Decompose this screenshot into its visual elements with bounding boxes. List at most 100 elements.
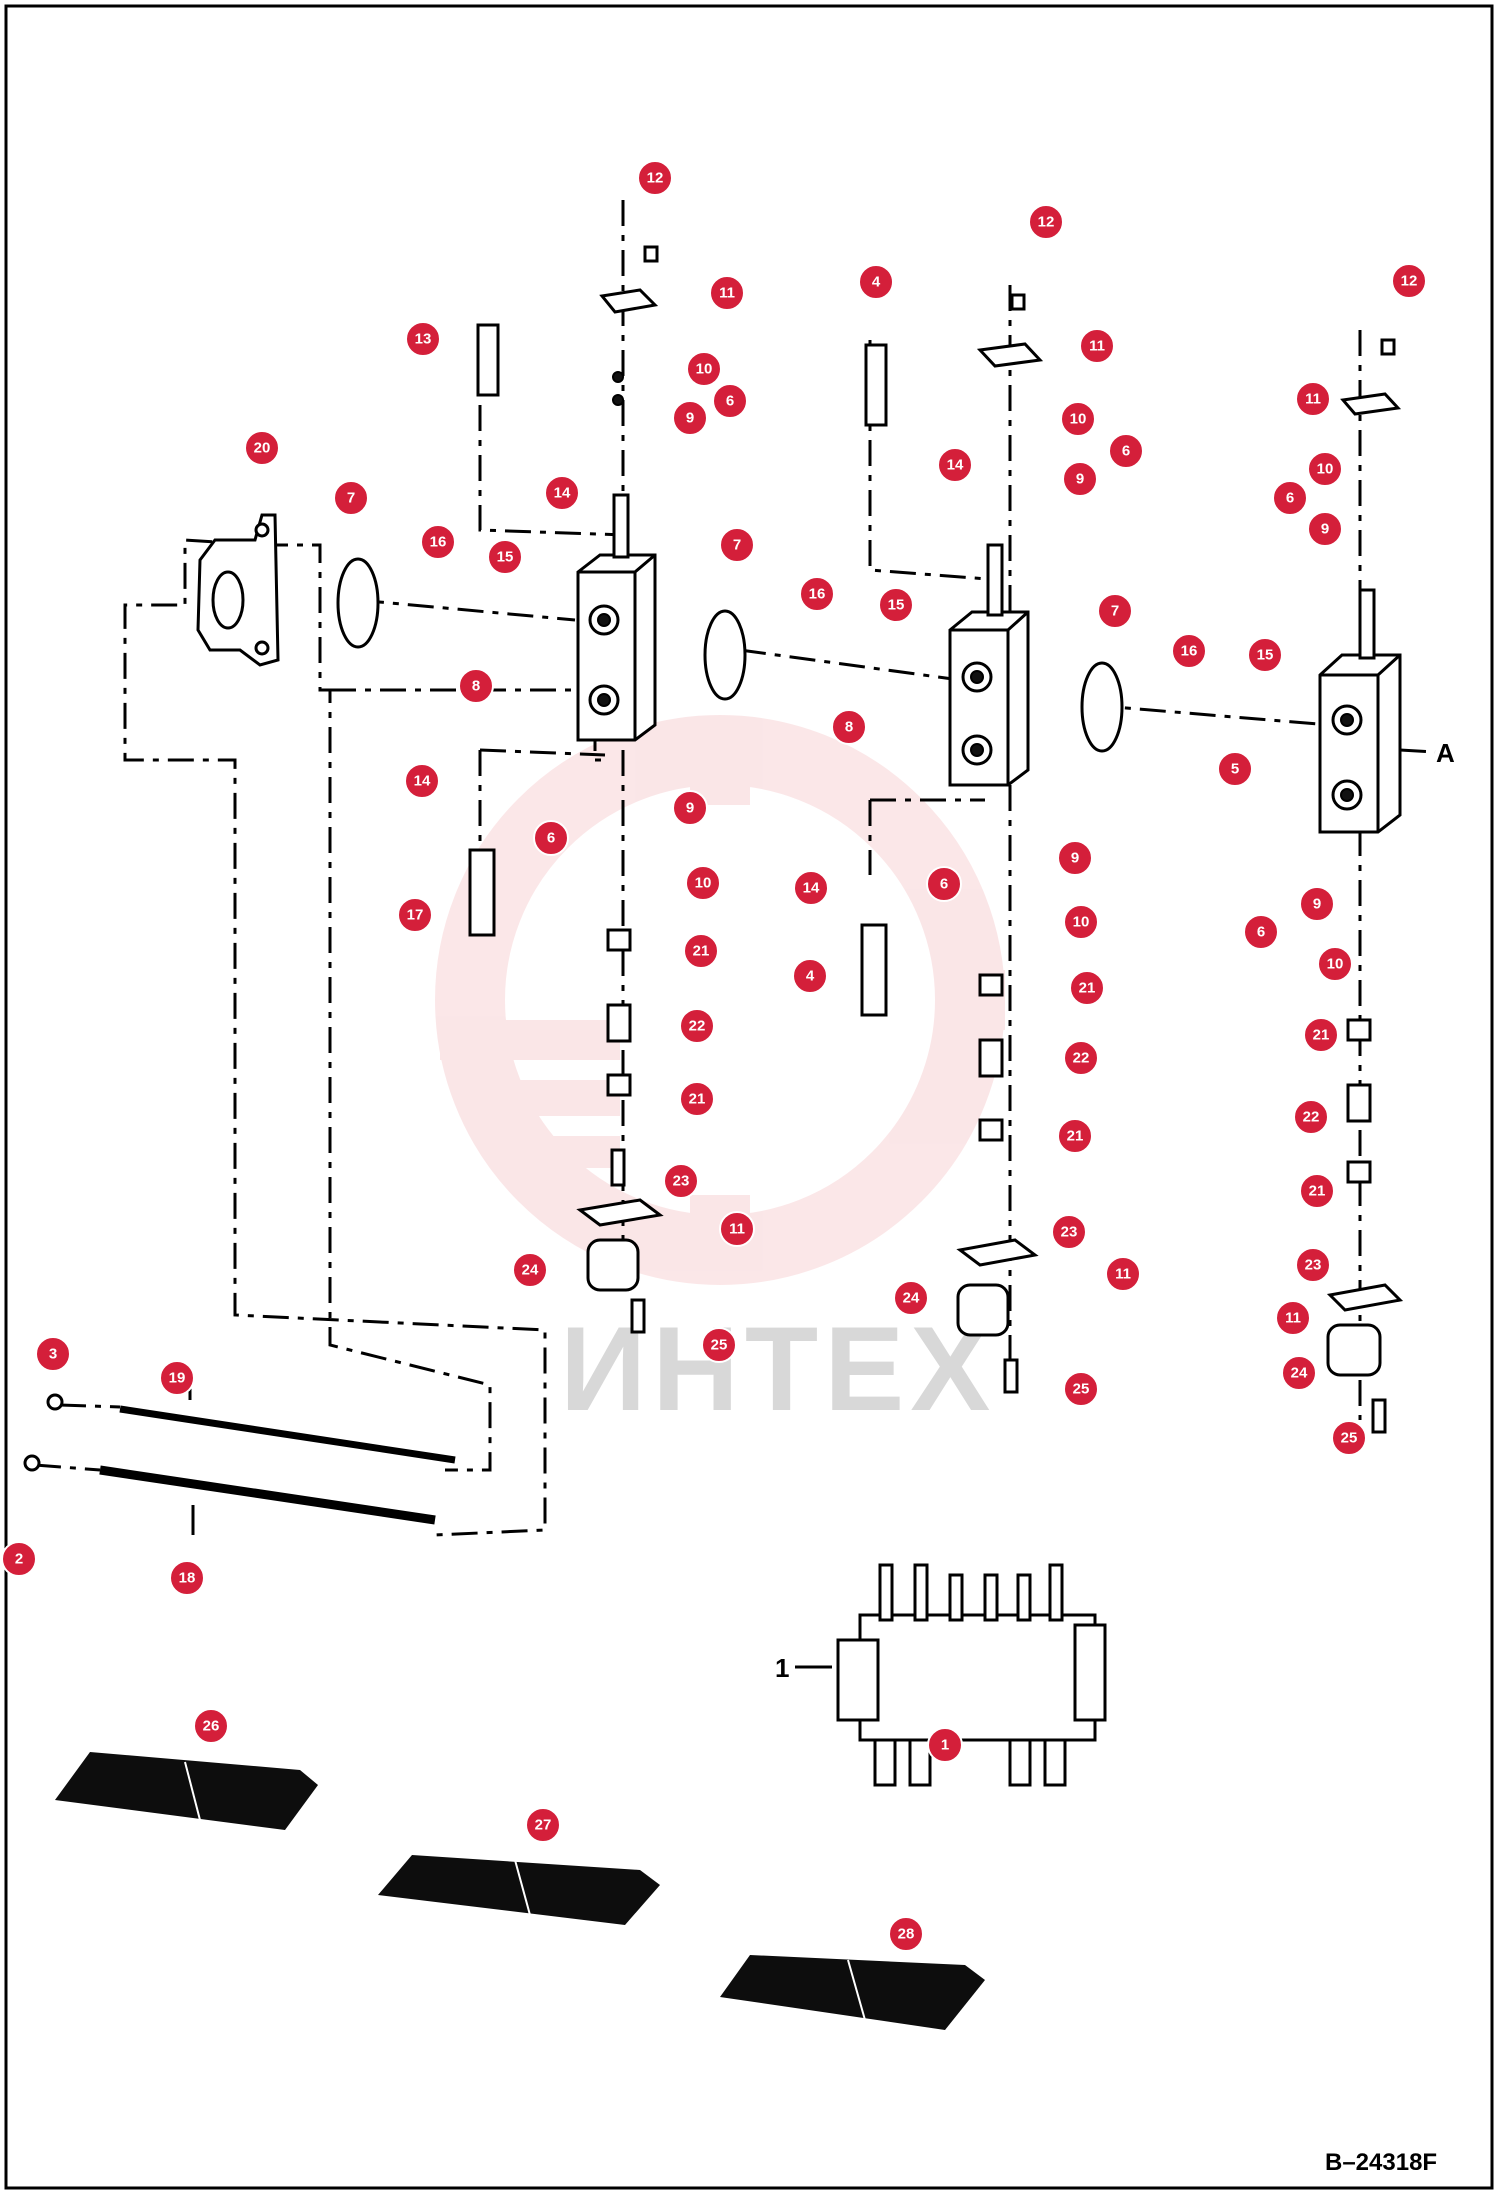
callout-22[interactable]: 22: [1063, 1040, 1099, 1076]
callout-16[interactable]: 16: [420, 524, 456, 560]
callout-16[interactable]: 16: [799, 576, 835, 612]
flow-line-valve1-arm: [357, 598, 576, 622]
callout-6[interactable]: 6: [533, 820, 569, 856]
callout-6[interactable]: 6: [712, 383, 748, 419]
callout-9[interactable]: 9: [1057, 840, 1093, 876]
callout-17[interactable]: 17: [397, 897, 433, 933]
flange-11-a: [599, 288, 659, 314]
callout-14[interactable]: 14: [544, 475, 580, 511]
callout-24[interactable]: 24: [1281, 1355, 1317, 1391]
callout-10[interactable]: 10: [1307, 451, 1343, 487]
callout-16[interactable]: 16: [1171, 633, 1207, 669]
valve-section-1: [576, 493, 657, 742]
callout-11[interactable]: 11: [1275, 1300, 1311, 1336]
svg-text:12: 12: [1401, 273, 1418, 290]
callout-7[interactable]: 7: [1097, 593, 1133, 629]
callout-2[interactable]: 2: [1, 1541, 37, 1577]
watermark-speed-line-1: [440, 1020, 620, 1060]
callout-4[interactable]: 4: [858, 264, 894, 300]
callout-9[interactable]: 9: [672, 790, 708, 826]
stack-parts: [576, 245, 1404, 1434]
callout-10[interactable]: 10: [686, 351, 722, 387]
callout-3[interactable]: 3: [35, 1336, 71, 1372]
svg-text:17: 17: [407, 907, 424, 924]
callout-15[interactable]: 15: [878, 587, 914, 623]
flow-line-valve1-lower: [479, 748, 606, 757]
callout-23[interactable]: 23: [663, 1163, 699, 1199]
cap-24-a: [586, 1238, 640, 1292]
callout-10[interactable]: 10: [1317, 946, 1353, 982]
callout-14[interactable]: 14: [793, 870, 829, 906]
svg-text:9: 9: [1313, 896, 1321, 913]
valve-section-1-port-upper-core: [597, 613, 611, 627]
callout-25[interactable]: 25: [701, 1327, 737, 1363]
callout-12[interactable]: 12: [1028, 204, 1064, 240]
callout-6[interactable]: 6: [1272, 480, 1308, 516]
valve-section-2-port-lower-core: [970, 743, 984, 757]
callout-21[interactable]: 21: [679, 1081, 715, 1117]
callout-11[interactable]: 11: [1105, 1256, 1141, 1292]
callout-23[interactable]: 23: [1051, 1214, 1087, 1250]
callout-22[interactable]: 22: [679, 1008, 715, 1044]
callout-6[interactable]: 6: [1243, 914, 1279, 950]
svg-text:9: 9: [1076, 471, 1084, 488]
plate-11-d: [956, 1238, 1039, 1267]
valve-section-3-spool: [1358, 588, 1376, 660]
callout-5[interactable]: 5: [1217, 751, 1253, 787]
callout-27[interactable]: 27: [525, 1807, 561, 1843]
callout-6[interactable]: 6: [926, 866, 962, 902]
callout-11[interactable]: 11: [1079, 328, 1115, 364]
callout-15[interactable]: 15: [487, 539, 523, 575]
callout-23[interactable]: 23: [1295, 1247, 1331, 1283]
callout-11[interactable]: 11: [1295, 381, 1331, 417]
callout-20[interactable]: 20: [244, 430, 280, 466]
callout-21[interactable]: 21: [1069, 970, 1105, 1006]
view-marker-label: A: [1436, 738, 1455, 768]
callout-28[interactable]: 28: [888, 1916, 924, 1952]
callout-8[interactable]: 8: [458, 668, 494, 704]
callout-9[interactable]: 9: [1299, 886, 1335, 922]
watermark-speed-line-3: [500, 1136, 620, 1168]
svg-text:9: 9: [686, 410, 694, 427]
callout-21[interactable]: 21: [683, 933, 719, 969]
callout-26[interactable]: 26: [193, 1708, 229, 1744]
callout-12[interactable]: 12: [637, 160, 673, 196]
callout-9[interactable]: 9: [672, 400, 708, 436]
callout-11[interactable]: 11: [709, 275, 745, 311]
callout-22[interactable]: 22: [1293, 1099, 1329, 1135]
callout-19[interactable]: 19: [159, 1360, 195, 1396]
callout-18[interactable]: 18: [169, 1560, 205, 1596]
callout-11[interactable]: 11: [719, 1211, 755, 1247]
assembled-valve-block: [858, 1613, 1097, 1742]
callout-25[interactable]: 25: [1063, 1371, 1099, 1407]
callout-21[interactable]: 21: [1057, 1118, 1093, 1154]
callout-14[interactable]: 14: [937, 447, 973, 483]
callout-13[interactable]: 13: [405, 321, 441, 357]
svg-text:15: 15: [497, 549, 514, 566]
valve-section-1-port-lower-core: [597, 693, 611, 707]
callout-15[interactable]: 15: [1247, 637, 1283, 673]
callouts: 12 11 10 6 9 13 14 20 7 16 15 8 14 9 6 1…: [1, 160, 1427, 1952]
callout-9[interactable]: 9: [1307, 511, 1343, 547]
callout-24[interactable]: 24: [512, 1252, 548, 1288]
callout-21[interactable]: 21: [1303, 1017, 1339, 1053]
callout-10[interactable]: 10: [1060, 401, 1096, 437]
callout-24[interactable]: 24: [893, 1280, 929, 1316]
callout-7[interactable]: 7: [333, 480, 369, 516]
svg-text:24: 24: [1291, 1365, 1308, 1382]
seat-21-c: [978, 973, 1004, 997]
callout-7[interactable]: 7: [719, 527, 755, 563]
callout-10[interactable]: 10: [685, 865, 721, 901]
spring-22-a: [606, 1003, 632, 1043]
callout-1[interactable]: 1: [927, 1727, 963, 1763]
callout-14[interactable]: 14: [404, 763, 440, 799]
callout-12[interactable]: 12: [1391, 263, 1427, 299]
svg-text:6: 6: [547, 830, 555, 847]
callout-4[interactable]: 4: [792, 958, 828, 994]
callout-8[interactable]: 8: [831, 709, 867, 745]
callout-10[interactable]: 10: [1063, 904, 1099, 940]
callout-21[interactable]: 21: [1299, 1173, 1335, 1209]
callout-25[interactable]: 25: [1331, 1420, 1367, 1456]
callout-9[interactable]: 9: [1062, 461, 1098, 497]
callout-6[interactable]: 6: [1108, 433, 1144, 469]
